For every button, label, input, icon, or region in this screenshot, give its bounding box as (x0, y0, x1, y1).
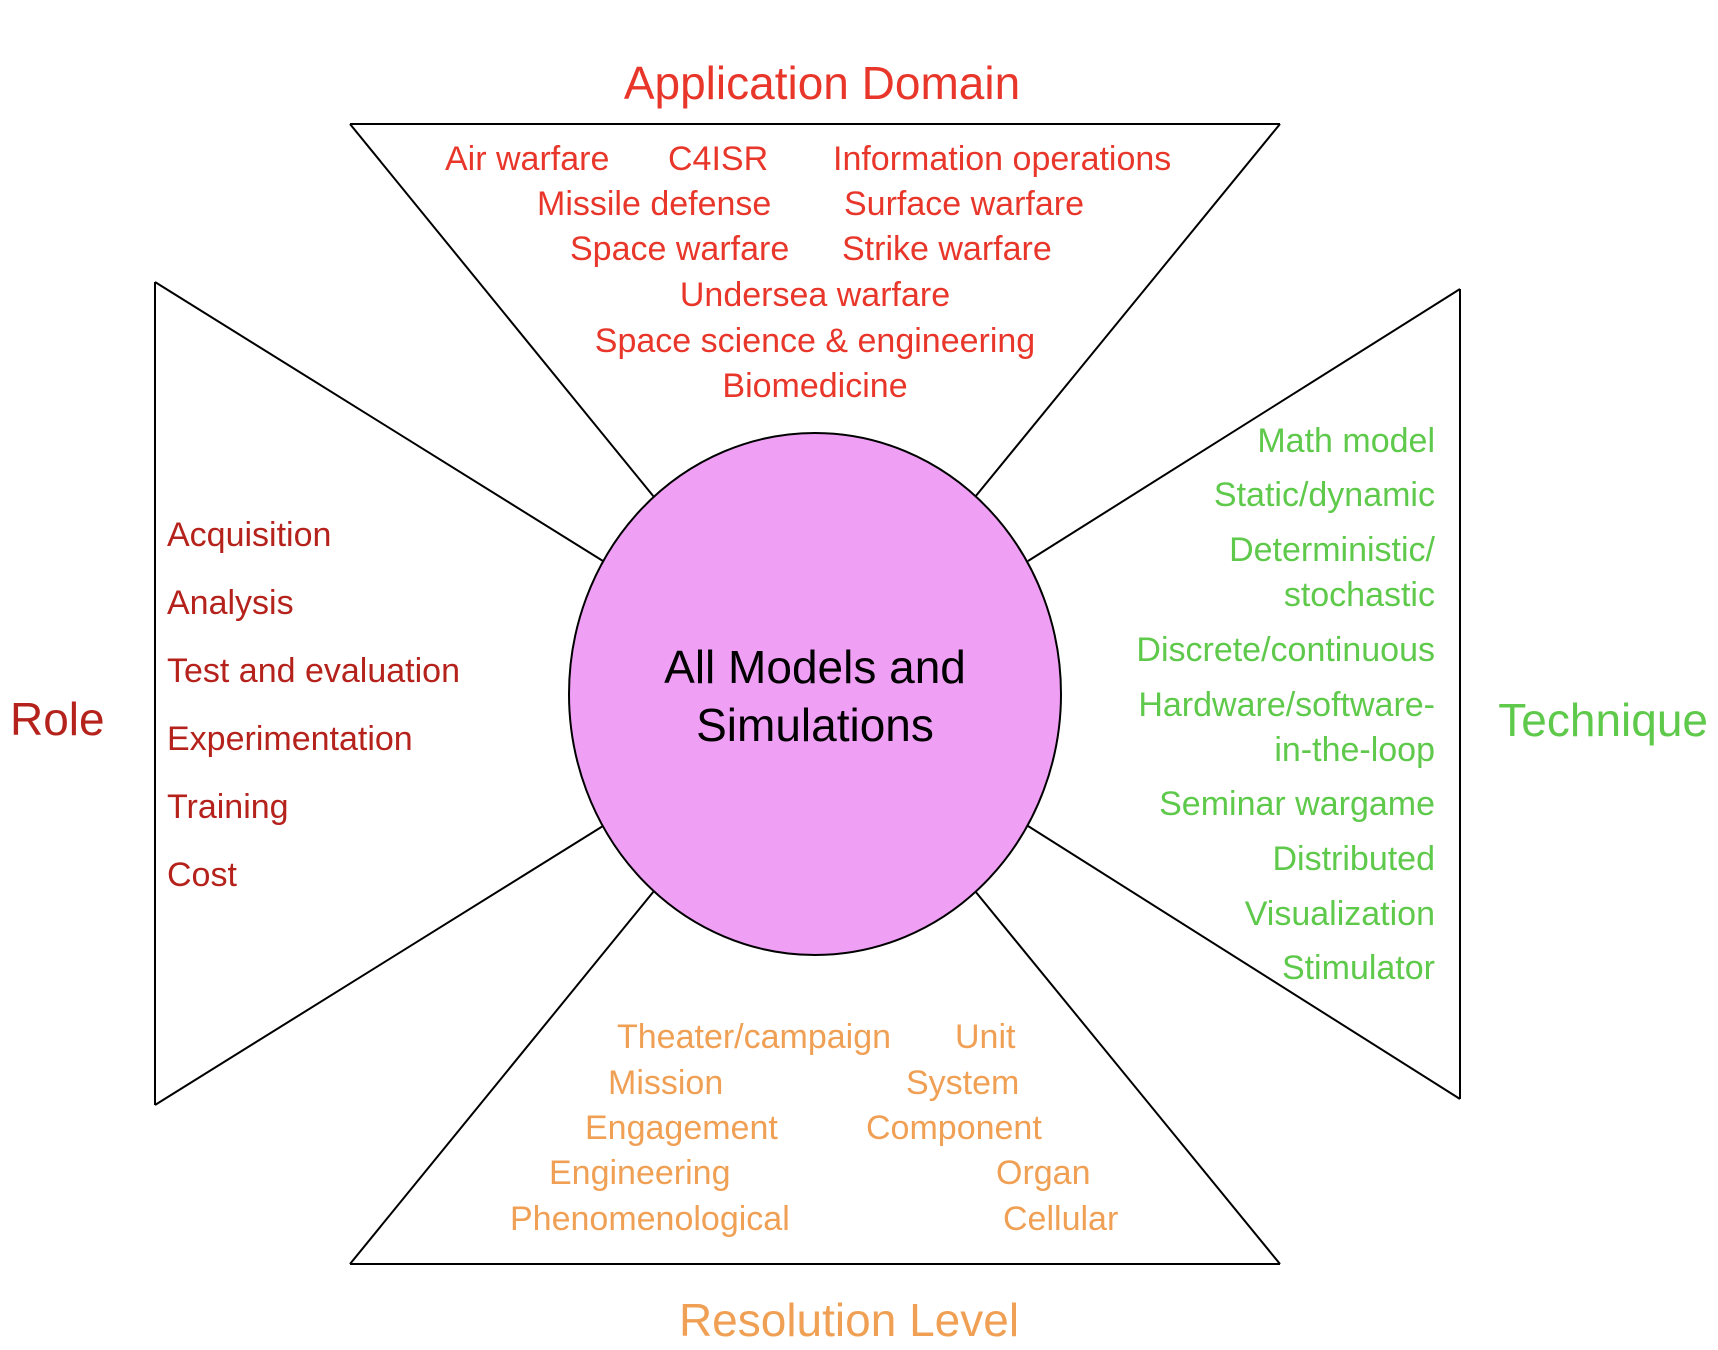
domain-item-space-science-engineering: Space science & engineering (595, 322, 1035, 360)
role-item-cost: Cost (167, 856, 237, 894)
center-circle (568, 432, 1062, 956)
domain-item-c4isr: C4ISR (668, 140, 768, 178)
resolution-item-unit: Unit (955, 1018, 1016, 1056)
technique-item-stochastic: stochastic (1284, 576, 1435, 614)
role-item-experimentation: Experimentation (167, 720, 413, 758)
center-label-line-1: All Models and (664, 641, 966, 693)
domain-item-information-operations: Information operations (833, 140, 1171, 178)
technique-item-stimulator: Stimulator (1282, 949, 1435, 987)
domain-item-missile-defense: Missile defense (537, 185, 771, 223)
technique-item-math-model: Math model (1257, 422, 1435, 460)
resolution-item-component: Component (866, 1109, 1042, 1147)
resolution-item-organ: Organ (996, 1154, 1091, 1192)
domain-item-strike-warfare: Strike warfare (842, 230, 1052, 268)
role-frame (154, 281, 604, 1106)
resolution-item-engagement: Engagement (585, 1109, 778, 1147)
resolution-level-title: Resolution Level (679, 1294, 1019, 1346)
resolution-item-theater-campaign: Theater/campaign (617, 1018, 891, 1056)
center-label-line-2: Simulations (696, 699, 934, 751)
technique-item-distributed: Distributed (1272, 840, 1435, 878)
role-item-analysis: Analysis (167, 584, 294, 622)
domain-item-undersea-warfare: Undersea warfare (680, 276, 950, 314)
technique-item-in-the-loop: in-the-loop (1274, 731, 1435, 769)
role-title: Role (10, 693, 105, 745)
resolution-item-phenomenological: Phenomenological (510, 1200, 790, 1238)
resolution-item-mission: Mission (608, 1064, 723, 1102)
domain-item-space-warfare: Space warfare (570, 230, 789, 268)
resolution-item-cellular: Cellular (1003, 1200, 1118, 1238)
technique-item-seminar-wargame: Seminar wargame (1159, 785, 1435, 823)
technique-frame (1027, 288, 1461, 1100)
resolution-item-system: System (906, 1064, 1019, 1102)
role-item-training: Training (167, 788, 289, 826)
role-item-test-and-evaluation: Test and evaluation (167, 652, 460, 690)
technique-item-deterministic: Deterministic/ (1229, 531, 1435, 569)
resolution-level-frame (349, 890, 1281, 1265)
resolution-item-engineering: Engineering (549, 1154, 730, 1192)
application-domain-title: Application Domain (624, 57, 1020, 109)
domain-item-air-warfare: Air warfare (445, 140, 609, 178)
technique-item-visualization: Visualization (1245, 895, 1435, 933)
domain-item-surface-warfare: Surface warfare (844, 185, 1084, 223)
technique-item-static-dynamic: Static/dynamic (1214, 476, 1435, 514)
application-domain-frame (349, 123, 1281, 498)
technique-item-hardware-software: Hardware/software- (1138, 686, 1435, 724)
technique-item-discrete-continuous: Discrete/continuous (1136, 631, 1435, 669)
technique-title: Technique (1498, 694, 1708, 746)
role-item-acquisition: Acquisition (167, 516, 331, 554)
domain-item-biomedicine: Biomedicine (722, 367, 907, 405)
